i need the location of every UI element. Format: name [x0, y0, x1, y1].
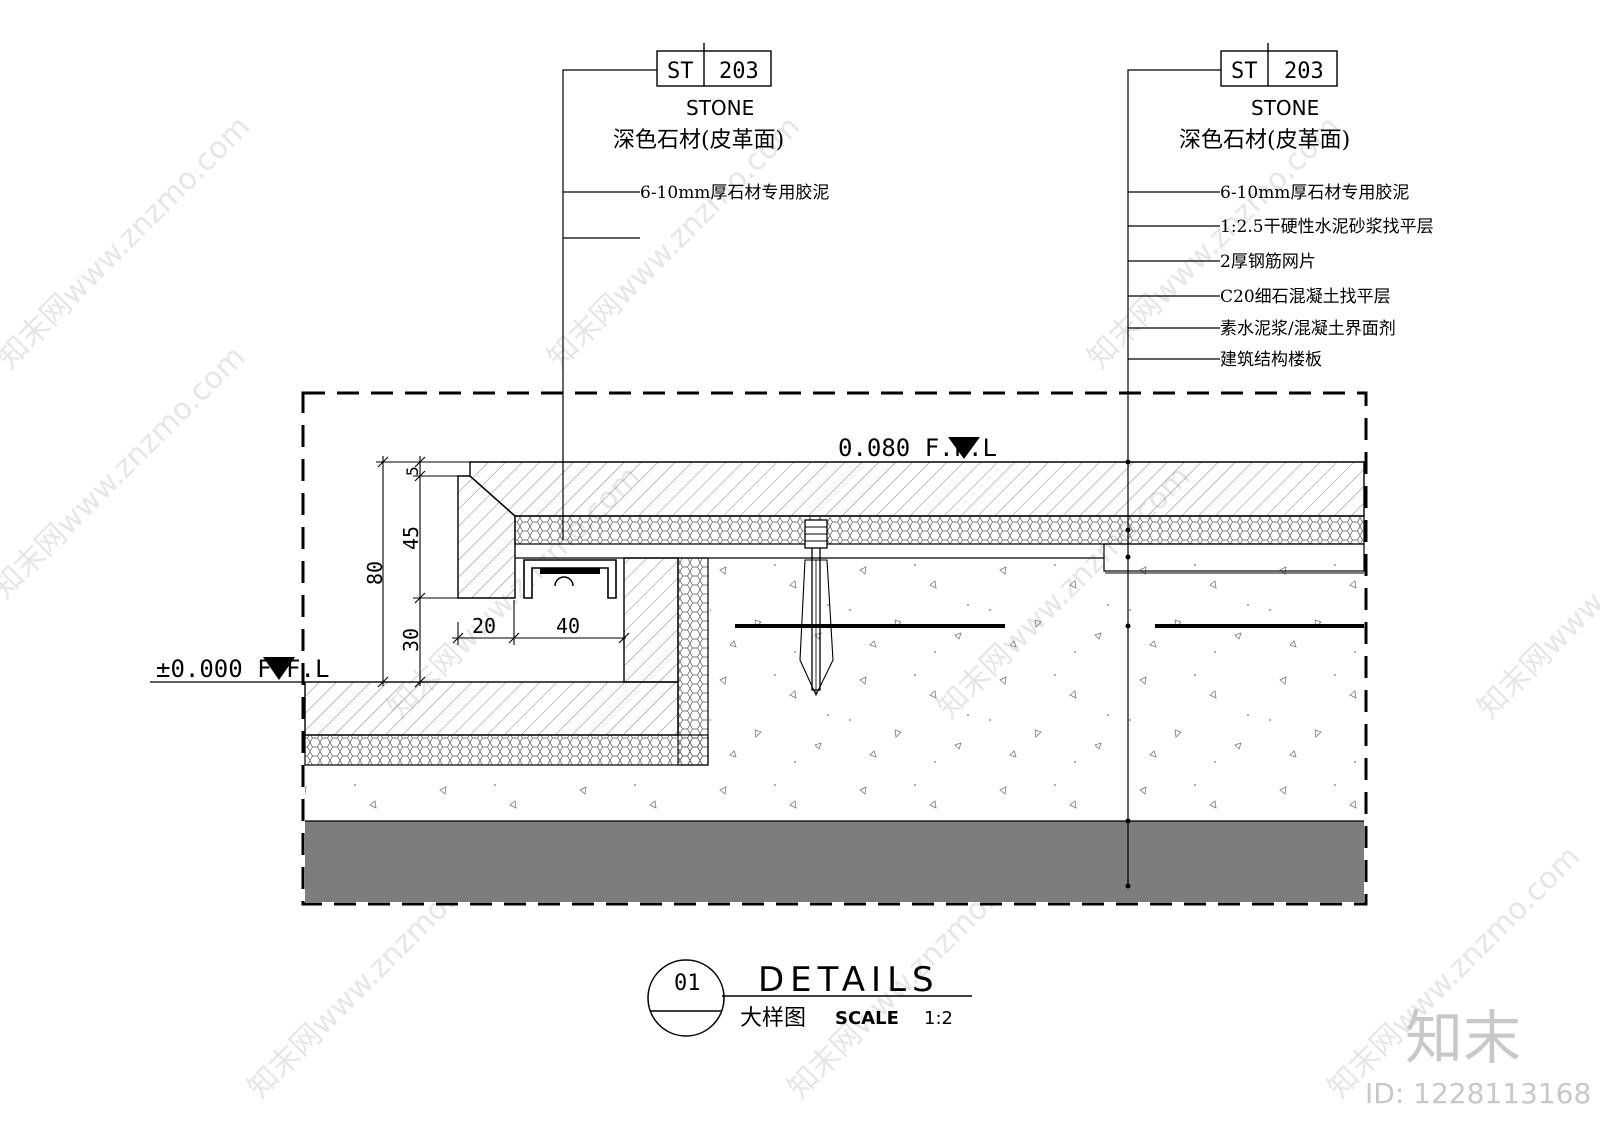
title-scale-label: SCALE	[835, 1008, 899, 1029]
dim-bottom: 30	[399, 628, 423, 652]
concrete-screed	[305, 558, 1364, 821]
anchor-bolt	[799, 519, 834, 697]
title-number: 01	[674, 971, 701, 996]
levelling-strip	[1103, 543, 1365, 572]
dim-total: 80	[363, 561, 387, 585]
dimension-horizontal	[452, 600, 630, 645]
callout-right-tag: ST	[1231, 59, 1258, 84]
structural-slab	[305, 821, 1364, 902]
dimension-vertical	[376, 456, 470, 688]
upper-adhesive	[514, 515, 1365, 545]
callout-right-code: 203	[1284, 59, 1324, 84]
aluminium-channel	[523, 559, 617, 599]
callout-left-code: 203	[719, 59, 759, 84]
title-text: DETAILS	[758, 960, 940, 1000]
callout-left-layer: 6-10mm厚石材专用胶泥	[640, 183, 829, 203]
callout-right: ST 203 STONE 深色石材(皮革面) 6-10mm厚石材专用胶泥 1:2…	[1125, 43, 1434, 889]
brand-id: ID: 1228113168	[1365, 1077, 1591, 1110]
watermark-text: 知末网www.znzmo.com	[1471, 459, 1600, 725]
riser-adhesive	[677, 557, 709, 766]
lower-stone	[304, 681, 679, 736]
lower-adhesive	[304, 734, 709, 766]
callout-right-layer: C20细石混凝土找平层	[1220, 287, 1391, 307]
callout-left: ST 203 STONE 深色石材(皮革面) 6-10mm厚石材专用胶泥	[562, 43, 829, 540]
title-subtitle-cn: 大样图	[740, 1006, 806, 1031]
title-scale-value: 1:2	[924, 1008, 953, 1029]
callout-right-layer: 6-10mm厚石材专用胶泥	[1220, 183, 1409, 203]
watermark-text: 知末网www.znzmo.com	[0, 339, 252, 605]
callout-right-layer: 素水泥浆/混凝土界面剂	[1220, 319, 1396, 339]
callout-right-layer: 1:2.5干硬性水泥砂浆找平层	[1220, 217, 1434, 237]
brand-watermark: 知末 ID: 1228113168	[1365, 1004, 1591, 1110]
callout-left-material-en: STONE	[686, 96, 754, 120]
callout-right-material-cn: 深色石材(皮革面)	[1179, 128, 1350, 153]
upper-stone	[469, 461, 1365, 517]
watermark-text: 知末网www.znzmo.com	[0, 109, 257, 375]
level-upper: 0.080 F.F.L	[838, 434, 997, 462]
callout-right-layer: 建筑结构楼板	[1220, 350, 1322, 370]
level-lower: ±0.000 F.F.L	[150, 655, 329, 683]
callout-left-material-cn: 深色石材(皮革面)	[613, 128, 784, 153]
callout-left-tag: ST	[667, 59, 694, 84]
dim-channel: 40	[556, 614, 580, 638]
title-block: 01 DETAILS 大样图 SCALE 1:2	[647, 959, 972, 1037]
level-lower-label: ±0.000 F.F.L	[156, 655, 329, 683]
riser-stone	[623, 557, 679, 683]
detail-boundary	[301, 391, 1368, 906]
brand-logo: 知末	[1405, 1004, 1521, 1072]
callout-right-material-en: STONE	[1251, 96, 1319, 120]
callout-right-layer: 2厚钢筋网片	[1220, 252, 1316, 272]
dim-top: 5	[403, 466, 422, 476]
dim-gap: 20	[472, 614, 496, 638]
edge-nosing	[457, 475, 516, 599]
dim-middle: 45	[399, 526, 423, 550]
